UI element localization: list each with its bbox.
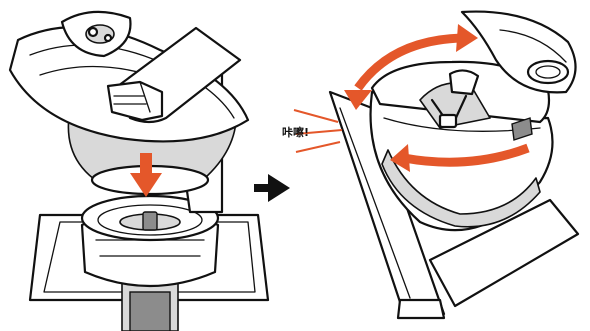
click-sound-label: 咔嚓! bbox=[282, 125, 309, 139]
step-arrow bbox=[254, 174, 290, 202]
right-panel: 咔嚓! bbox=[282, 10, 580, 320]
left-panel bbox=[8, 10, 270, 331]
rotating-base bbox=[80, 194, 220, 288]
down-arrow bbox=[130, 153, 162, 197]
rotation-arrows bbox=[344, 24, 530, 172]
seat-shell-right bbox=[369, 10, 577, 232]
slanted-base bbox=[328, 90, 580, 320]
hand-arm bbox=[106, 26, 242, 124]
click-indicator: 咔嚓! bbox=[282, 109, 343, 153]
